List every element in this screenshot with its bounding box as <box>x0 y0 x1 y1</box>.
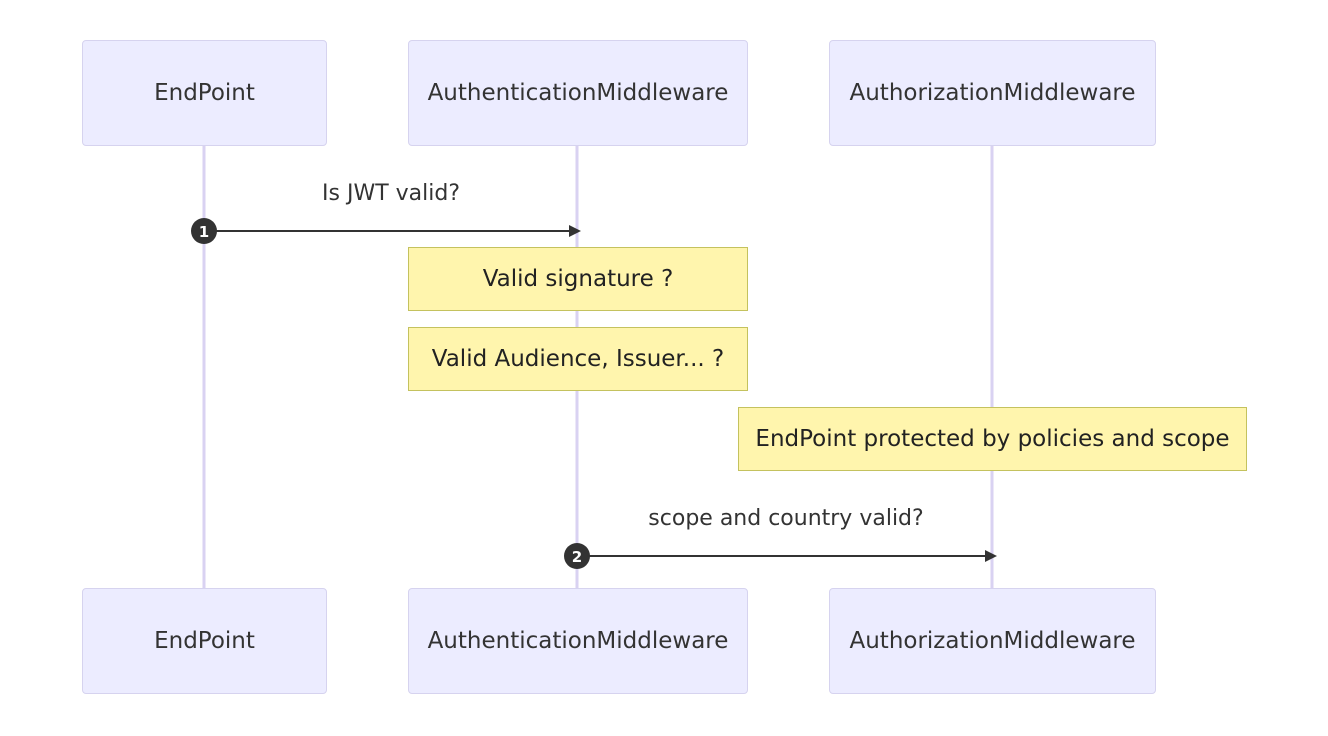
actor-authz-top: AuthorizationMiddleware <box>829 40 1156 146</box>
sequence-number-2: 2 <box>572 548 582 566</box>
actor-endpoint-bottom: EndPoint <box>82 588 327 694</box>
sequence-number-badge-1 <box>191 218 217 244</box>
message-label-2: scope and country valid? <box>648 506 924 531</box>
actor-authz-bottom: AuthorizationMiddleware <box>829 588 1156 694</box>
note-valid-signature: Valid signature ? <box>408 247 748 311</box>
note-valid-audience-issuer: Valid Audience, Issuer... ? <box>408 327 748 391</box>
actor-authn-top: AuthenticationMiddleware <box>408 40 748 146</box>
message-label-1: Is JWT valid? <box>322 181 460 206</box>
actor-endpoint-top: EndPoint <box>82 40 327 146</box>
sequence-number-badge-2 <box>564 543 590 569</box>
sequence-number-1: 1 <box>199 223 209 241</box>
actor-authn-bottom: AuthenticationMiddleware <box>408 588 748 694</box>
note-endpoint-protected: EndPoint protected by policies and scope <box>738 407 1247 471</box>
